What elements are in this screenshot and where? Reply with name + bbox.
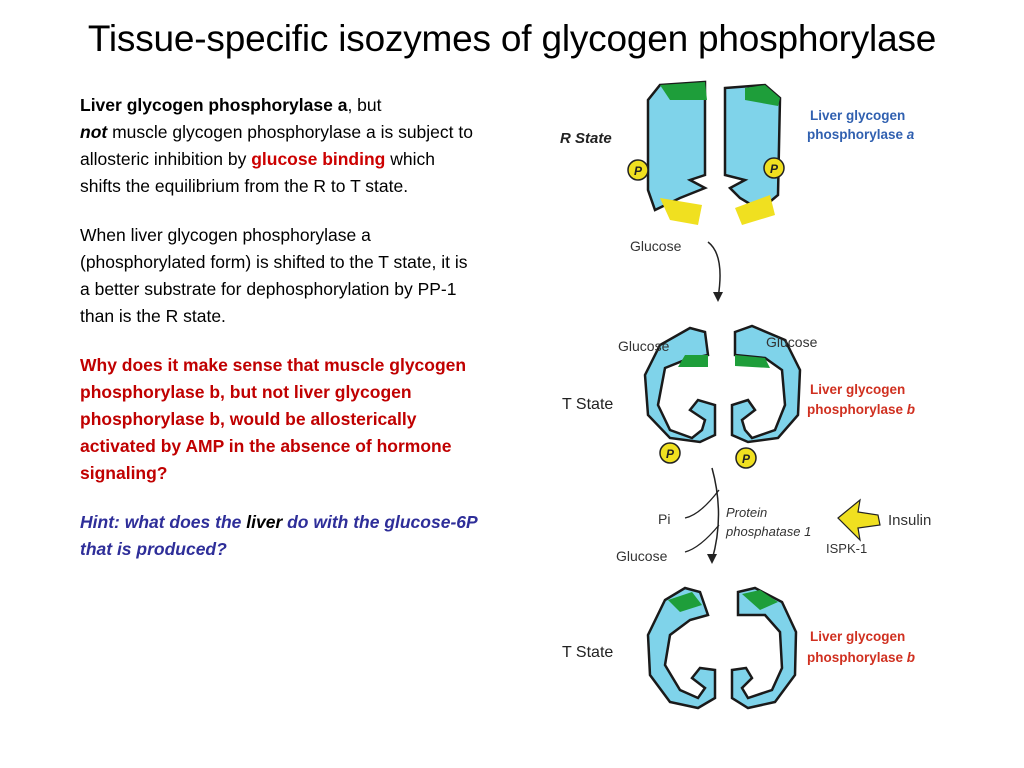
hint-pre: Hint: what does the [80, 512, 247, 532]
glucose-right-label: Glucose [766, 334, 818, 350]
r-right-yellow [735, 195, 775, 225]
protein-phosphatase-line2: phosphatase 1 [725, 524, 811, 539]
arrow-dephos [711, 467, 720, 561]
enzyme-b2-line2: phosphorylase b [807, 650, 915, 665]
r-state-left-subunit [646, 80, 708, 212]
arrow-glucose-branch [684, 524, 720, 553]
text-liver-gp-a: Liver glycogen phosphorylase a [80, 95, 348, 115]
t1-phosphate-right [735, 447, 757, 469]
enzyme-b1-line1: Liver glycogen [810, 382, 905, 397]
phosphorylase-diagram: P P R State Liver glycogen phosphorylase… [560, 80, 931, 710]
t1-p-left-label: P [666, 447, 675, 461]
r-p-left-label: P [634, 164, 643, 178]
t2-right-subunit [730, 586, 798, 710]
text-shift-clause: which shifts the equilibrium from the R … [80, 149, 435, 196]
text-but: , but [347, 95, 382, 115]
t1-p-right-label: P [742, 452, 751, 466]
glucose-release-label: Glucose [616, 548, 668, 564]
t2-right-green [742, 590, 778, 610]
text-column: Liver glycogen phosphorylase a, but not m… [80, 92, 480, 585]
r-left-yellow [660, 198, 702, 225]
paragraph-r-to-t: Liver glycogen phosphorylase a, but not m… [80, 92, 480, 200]
page-title: Tissue-specific isozymes of glycogen pho… [87, 18, 937, 59]
t1-right-subunit [730, 324, 802, 444]
arrow-pi-branch [684, 489, 720, 519]
r-left-green [660, 82, 707, 100]
arrow-dephos-head [707, 554, 717, 564]
t1-phosphate-left [659, 442, 681, 464]
arrow-r-to-t-head [713, 292, 723, 302]
hint-text: Hint: what does the liver do with the gl… [80, 509, 480, 563]
paragraph-pp1: When liver glycogen phosphorylase a (pho… [80, 225, 468, 326]
arrow-r-to-t [707, 241, 721, 299]
t1-right-green [735, 355, 770, 368]
enzyme-a-line1: Liver glycogen [810, 108, 905, 123]
glucose-left-label: Glucose [618, 338, 670, 354]
pi-label: Pi [658, 511, 670, 527]
t-state-2-label: T State [562, 644, 613, 661]
hint-liver: liver [246, 512, 283, 532]
question-text: Why does it make sense that muscle glyco… [80, 355, 467, 483]
t1-left-green [678, 355, 708, 367]
t2-left-subunit [646, 586, 717, 710]
hint-post: do with the glucose-6P that is produced? [80, 512, 478, 559]
r-state-enzyme: P P [627, 80, 785, 225]
enzyme-a-line2: phosphorylase a [807, 127, 915, 142]
glucose-arrow-label: Glucose [630, 238, 682, 254]
r-p-right-label: P [770, 162, 779, 176]
r-phosphate-left [627, 159, 649, 181]
t2-left-green [668, 592, 702, 612]
text-muscle-clause: muscle glycogen phosphorylase a is subje… [80, 122, 473, 169]
t-state-enzyme-2 [646, 586, 798, 710]
r-right-green [745, 85, 780, 106]
r-phosphate-right [763, 157, 785, 179]
insulin-label: Insulin [888, 512, 931, 529]
text-not: not [80, 122, 108, 142]
protein-phosphatase-line1: Protein [726, 505, 767, 520]
text-glucose-binding: glucose binding [251, 149, 386, 169]
t-state-1-label: T State [562, 396, 613, 413]
ispk-label: ISPK-1 [826, 541, 867, 556]
insulin-arrow [837, 498, 881, 542]
t-state-enzyme-1: P P [643, 324, 802, 469]
enzyme-b1-line2: phosphorylase b [807, 402, 915, 417]
r-state-label: R State [560, 130, 612, 147]
enzyme-b2-line1: Liver glycogen [810, 629, 905, 644]
